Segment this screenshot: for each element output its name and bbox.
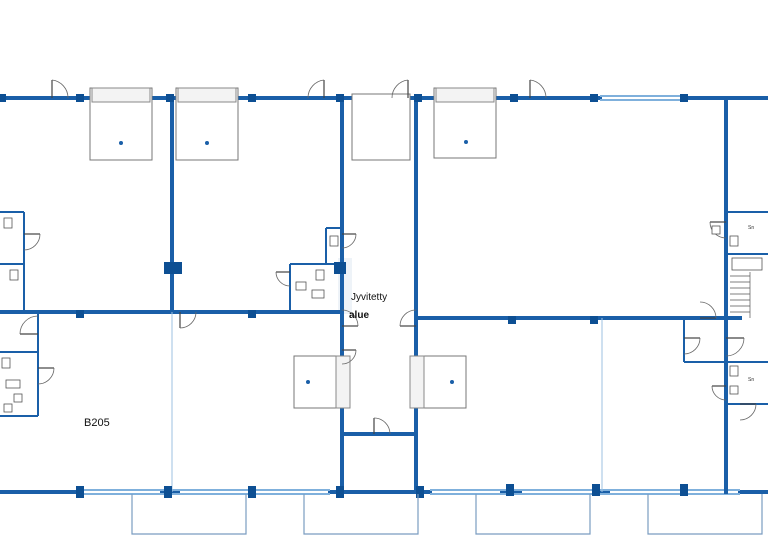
bed-5 [293,355,351,409]
door-6 [341,233,357,249]
door-12 [373,417,391,435]
door-3 [391,79,409,99]
door-11 [341,349,357,365]
door-2 [307,79,325,99]
columns [0,94,688,498]
balconies [131,494,763,535]
door-13 [19,315,39,335]
zone-label-line1: Jyvitetty [351,292,387,303]
door-5 [23,233,41,251]
bed-6 [409,355,467,409]
interior-walls [0,96,768,494]
zone-label-line2: alue [349,310,369,321]
door-16 [725,337,745,357]
door-8 [179,311,197,329]
bed-1 [89,87,153,161]
doors [19,79,757,435]
door-1 [51,79,69,99]
door-9 [341,309,359,327]
door-14 [37,367,55,385]
beds [89,87,497,409]
door-10 [399,309,417,327]
bed-4 [433,87,497,159]
bed-3 [351,93,411,161]
door-15 [683,337,701,355]
door-18 [711,385,727,401]
door-4 [529,79,547,99]
fixtures [1,217,763,413]
small-label-1: Sn [748,225,754,231]
bed-2 [175,87,239,161]
small-label-2: Sn [748,377,754,383]
stairs [730,272,751,318]
door-7 [275,271,291,287]
door-19 [699,301,717,319]
door-20 [739,403,757,421]
room-label-b205: B205 [84,417,110,429]
